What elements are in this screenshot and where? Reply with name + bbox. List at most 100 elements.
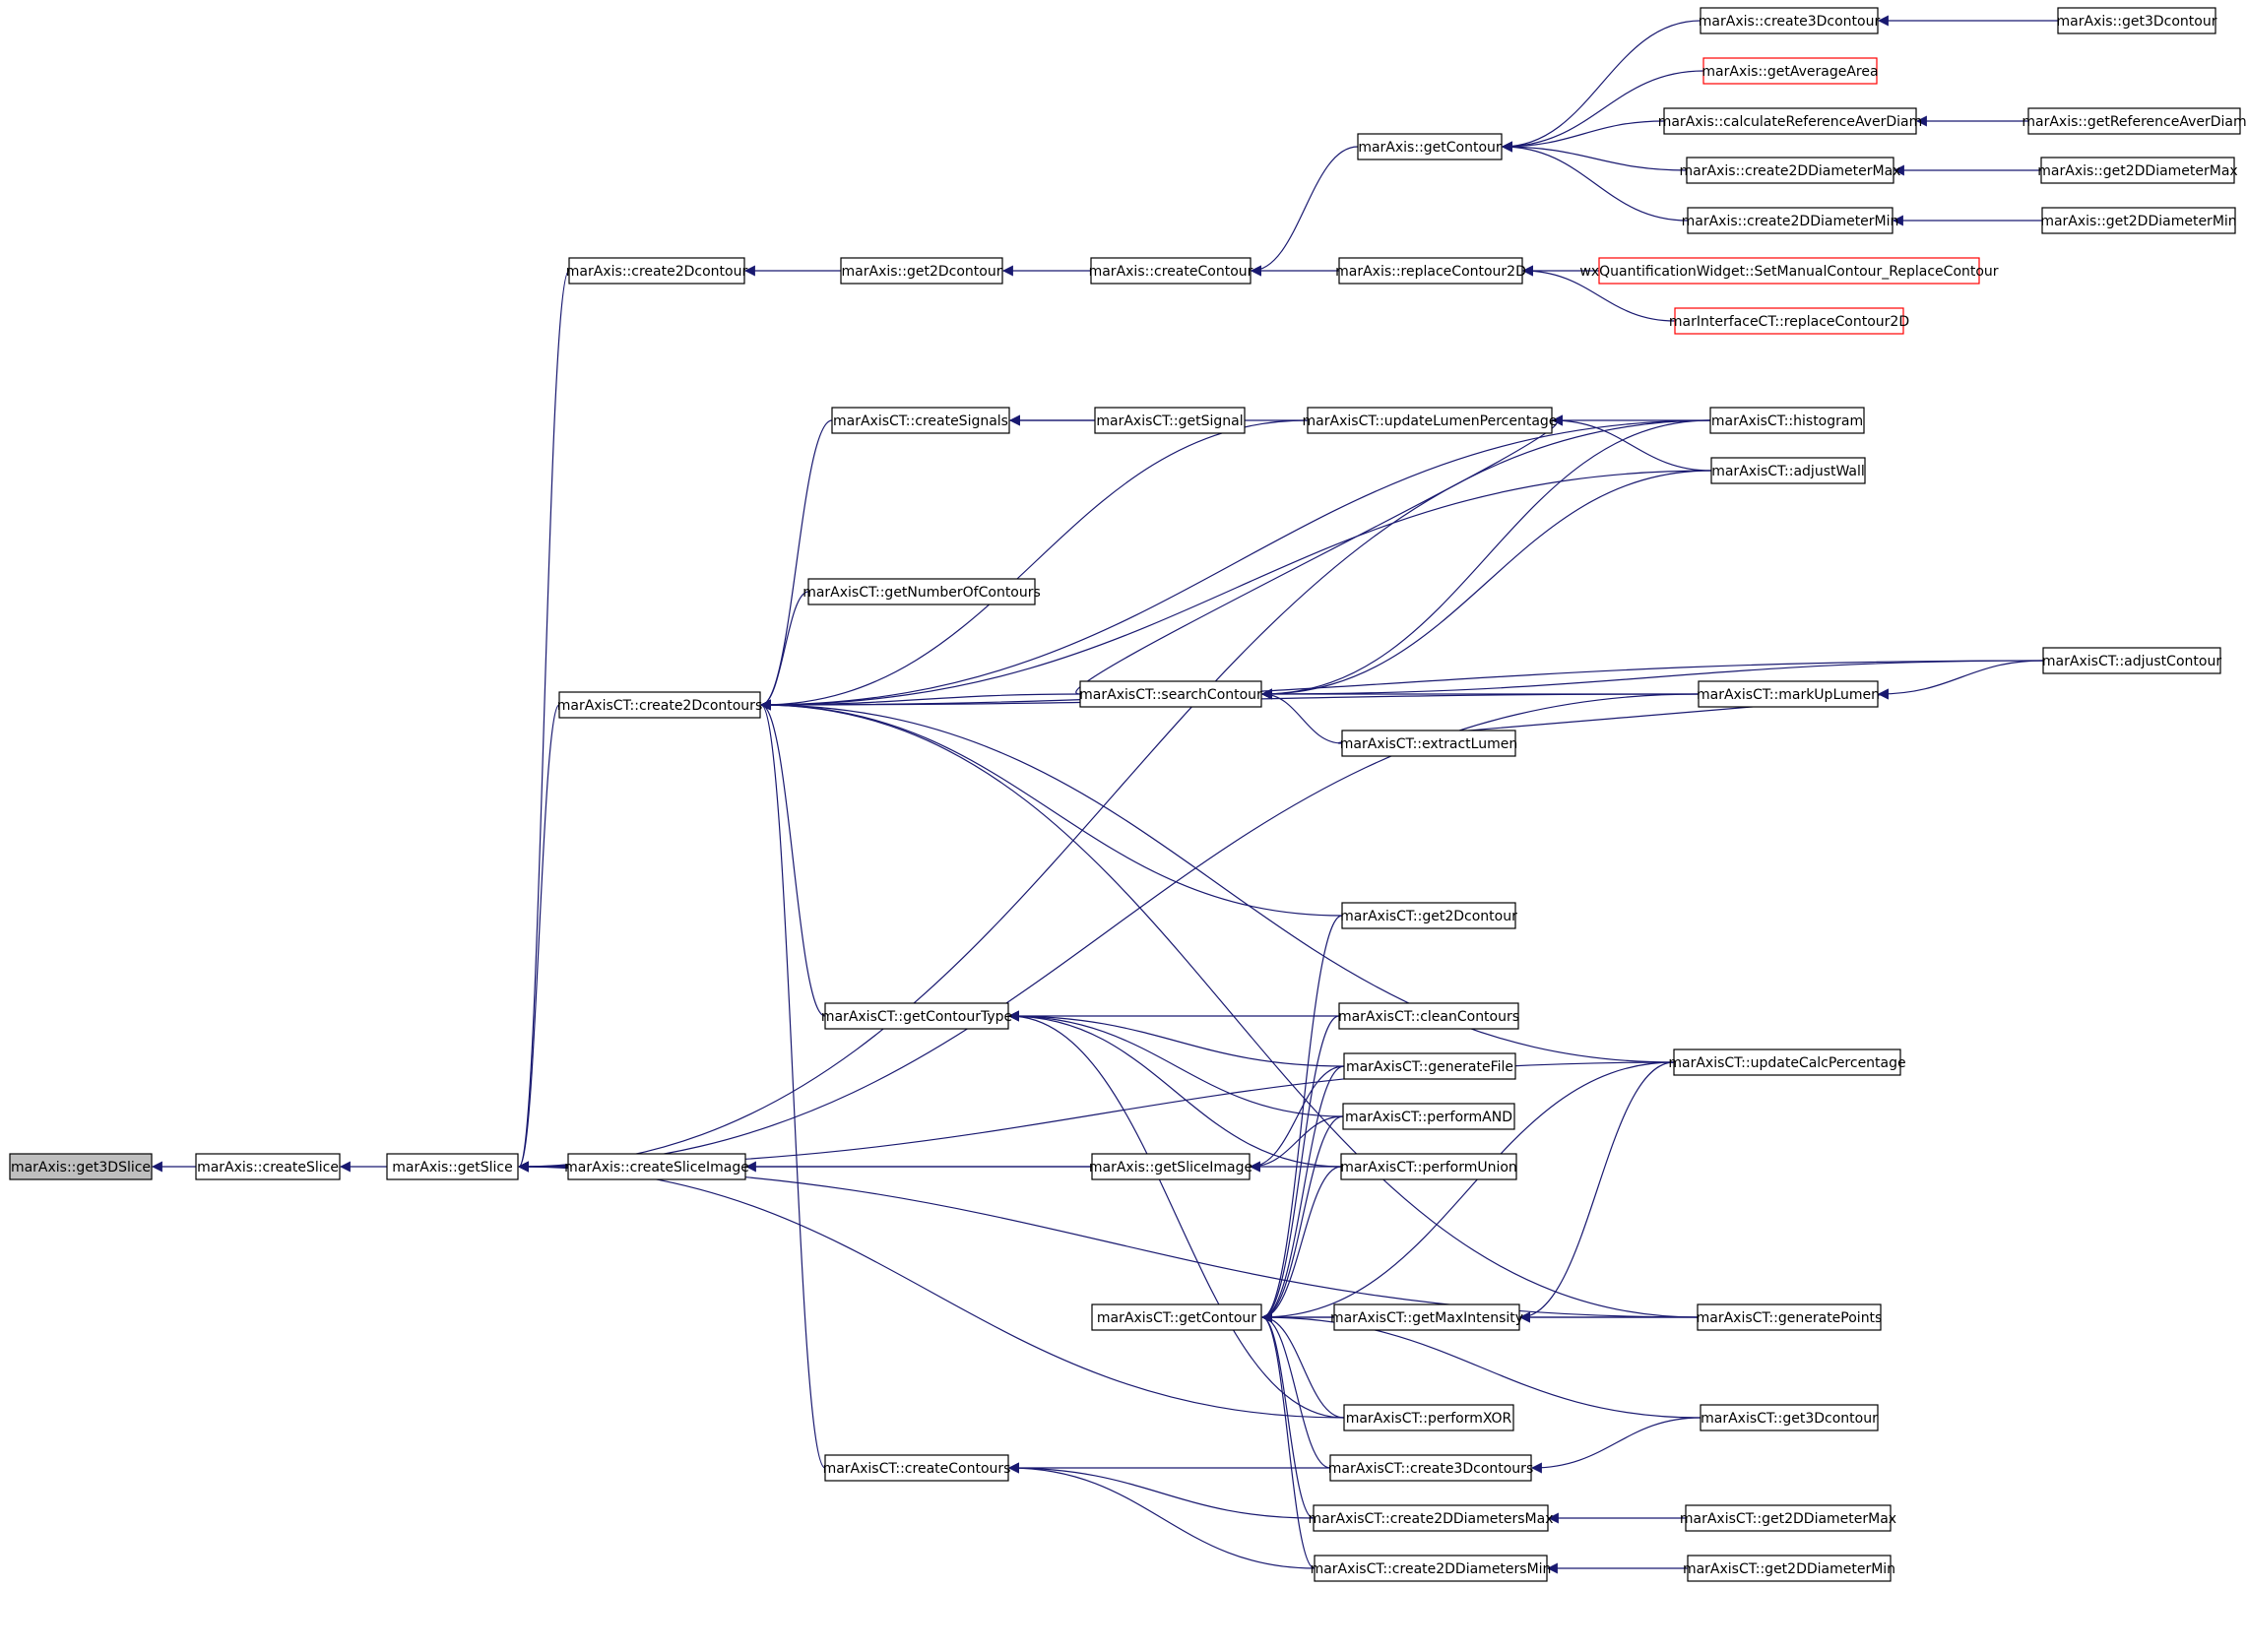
node-n0[interactable]: marAxis::get3DSlice [9, 1153, 153, 1180]
node-n19[interactable]: marAxisCT::createSignals [831, 407, 1010, 434]
node-label: marAxis::get3DSlice [11, 1160, 151, 1175]
node-label: marAxisCT::getSignal [1096, 413, 1243, 429]
node-n12[interactable]: marAxis::create2DDiameterMax [1680, 157, 1901, 184]
node-n8[interactable]: marAxis::get3Dcontour [2057, 7, 2217, 34]
node-box [1343, 1052, 1516, 1080]
node-n36[interactable]: marAxis::createSliceImage [564, 1153, 749, 1180]
node-n31[interactable]: marAxisCT::getContourType [821, 1002, 1012, 1030]
node-box [1314, 1555, 1548, 1582]
node-n30[interactable]: marAxisCT::get2Dcontour [1340, 902, 1517, 929]
node-label: marAxisCT::adjustContour [2042, 654, 2221, 669]
edge-n38-n39 [1260, 1166, 1342, 1323]
node-box [1674, 307, 1904, 335]
edge-path [517, 704, 560, 1173]
node-n25[interactable]: marAxisCT::create2Dcontours [557, 691, 762, 719]
node-n46[interactable]: marAxisCT::create2DDiametersMax [1309, 1504, 1554, 1532]
node-n48[interactable]: marAxisCT::create2DDiametersMin [1311, 1555, 1552, 1582]
node-n9[interactable]: marAxis::getAverageArea [1701, 57, 1879, 85]
node-n47[interactable]: marAxisCT::get2DDiameterMax [1680, 1504, 1896, 1532]
edge-path [1260, 688, 1343, 744]
node-n1[interactable]: marAxis::createSlice [195, 1153, 341, 1180]
node-box [1673, 1048, 1901, 1076]
node-n21[interactable]: marAxisCT::updateLumenPercentage [1303, 407, 1558, 434]
node-box [2057, 7, 2216, 34]
node-label: marAxis::getReferenceAverDiam [2022, 114, 2246, 130]
edge-path [759, 699, 1699, 1318]
node-n11[interactable]: marAxis::getReferenceAverDiam [2022, 107, 2247, 135]
node-n15[interactable]: marAxis::get2DDiameterMin [2040, 207, 2237, 234]
node-n42[interactable]: marAxisCT::performXOR [1343, 1404, 1514, 1431]
edge-path [1249, 1115, 1344, 1173]
node-n40[interactable]: marAxisCT::getMaxIntensity [1330, 1303, 1523, 1331]
node-n41[interactable]: marAxisCT::generatePoints [1697, 1303, 1883, 1331]
node-n14[interactable]: marAxis::create2DDiameterMin [1682, 207, 1899, 234]
node-n49[interactable]: marAxisCT::get2DDiameterMin [1683, 1555, 1895, 1582]
edge-n10-n6 [1501, 120, 1665, 153]
node-n37[interactable]: marAxis::getSliceImage [1089, 1153, 1252, 1180]
node-label: marAxis::get3Dcontour [2057, 14, 2217, 30]
node-n27[interactable]: marAxisCT::adjustContour [2042, 647, 2221, 674]
node-n13[interactable]: marAxis::get2DDiameterMax [2037, 157, 2238, 184]
edge-path [1260, 1065, 1345, 1323]
edge-n29-n26 [1260, 688, 1343, 744]
node-box [195, 1153, 341, 1180]
node-n22[interactable]: marAxisCT::histogram [1709, 407, 1865, 434]
node-n3[interactable]: marAxis::create2Dcontour [566, 257, 748, 285]
node-n43[interactable]: marAxisCT::get3Dcontour [1700, 1404, 1879, 1431]
node-box [1307, 407, 1553, 434]
node-box [1338, 257, 1523, 285]
node-box [1329, 1454, 1532, 1482]
node-label: marAxisCT::extractLumen [1340, 736, 1517, 752]
edge-path [1007, 1010, 1345, 1419]
node-n26[interactable]: marAxisCT::searchContour [1079, 680, 1262, 708]
edge-n23-n21 [1551, 414, 1712, 472]
node-box [1338, 1002, 1519, 1030]
edge-n43-n45 [1530, 1417, 1701, 1474]
edge-path [1260, 1311, 1701, 1419]
node-n18[interactable]: marInterfaceCT::replaceContour2D [1669, 307, 1909, 335]
node-n10[interactable]: marAxis::calculateReferenceAverDiam [1658, 107, 1923, 135]
node-n29[interactable]: marAxisCT::extractLumen [1340, 730, 1517, 757]
node-n33[interactable]: marAxisCT::updateCalcPercentage [1668, 1048, 1906, 1076]
node-box [1686, 157, 1894, 184]
node-n32[interactable]: marAxisCT::cleanContours [1338, 1002, 1519, 1030]
edge-n22-n25 [759, 419, 1711, 711]
edge-n9-n6 [1501, 70, 1704, 153]
node-n35[interactable]: marAxisCT::performAND [1342, 1103, 1515, 1130]
edge-path [759, 699, 1343, 917]
node-n45[interactable]: marAxisCT::create3Dcontours [1328, 1454, 1533, 1482]
node-n44[interactable]: marAxisCT::createContours [823, 1454, 1011, 1482]
edge-n46-n44 [1007, 1462, 1315, 1519]
node-label: marAxis::getSlice [392, 1160, 512, 1175]
node-n39[interactable]: marAxisCT::getContour [1091, 1303, 1262, 1331]
edge-path [1551, 414, 1712, 472]
node-n6[interactable]: marAxis::getContour [1357, 133, 1503, 160]
edge-path [1260, 1311, 1315, 1519]
node-n4[interactable]: marAxis::get2Dcontour [840, 257, 1003, 285]
node-label: marAxisCT::updateCalcPercentage [1668, 1055, 1905, 1071]
node-box [1698, 680, 1879, 708]
node-n20[interactable]: marAxisCT::getSignal [1094, 407, 1246, 434]
node-n5[interactable]: marAxis::createContour [1089, 257, 1253, 285]
node-n23[interactable]: marAxisCT::adjustWall [1710, 457, 1866, 484]
edge-n48-n44 [1007, 1462, 1316, 1569]
edge-n3-n2 [517, 270, 570, 1173]
edge-n34-n31 [1007, 1010, 1345, 1067]
edge-n41-n2 [517, 1161, 1699, 1318]
node-n38[interactable]: marAxisCT::performUnion [1340, 1153, 1517, 1180]
node-n7[interactable]: marAxis::create3Dcontour [1699, 7, 1881, 34]
node-label: marAxisCT::get2DDiameterMin [1683, 1561, 1895, 1577]
node-box [568, 257, 745, 285]
node-n17[interactable]: wxQuantificationWidget::SetManualContour… [1579, 257, 1999, 285]
node-n28[interactable]: marAxisCT::markUpLumen [1697, 680, 1880, 708]
node-n2[interactable]: marAxis::getSlice [386, 1153, 519, 1180]
edge-path [759, 591, 809, 711]
node-n16[interactable]: marAxis::replaceContour2D [1335, 257, 1526, 285]
node-label: marAxis::createSlice [197, 1160, 339, 1175]
node-label: marAxisCT::get3Dcontour [1701, 1411, 1878, 1427]
edge-n28-n2 [517, 693, 1700, 1173]
node-n34[interactable]: marAxisCT::generateFile [1343, 1052, 1516, 1080]
node-label: marAxis::create3Dcontour [1699, 14, 1881, 30]
edge-path [759, 419, 1309, 711]
node-n24[interactable]: marAxisCT::getNumberOfContours [802, 578, 1041, 605]
